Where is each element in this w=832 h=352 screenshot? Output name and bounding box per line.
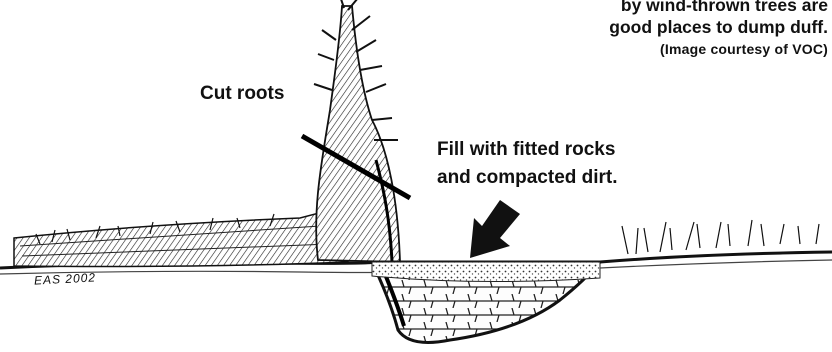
fill-arrow <box>470 200 520 258</box>
caption-line-1: by wind-thrown trees are <box>498 0 828 16</box>
label-cut-roots: Cut roots <box>200 80 284 108</box>
label-fill-line-1: Fill with fitted rocks <box>437 136 618 164</box>
fallen-trunk <box>14 208 348 267</box>
label-fill: Fill with fitted rocks and compacted dir… <box>437 136 618 192</box>
caption: by wind-thrown trees are good places to … <box>498 0 828 60</box>
root-ball <box>314 0 400 262</box>
caption-line-2: good places to dump duff. <box>498 16 828 38</box>
grass-right <box>622 220 819 254</box>
ground-right <box>600 252 832 268</box>
stippled-fill <box>372 262 600 282</box>
label-fill-line-2: and compacted dirt. <box>437 164 618 192</box>
image-credit: (Image courtesy of VOC) <box>498 38 828 60</box>
